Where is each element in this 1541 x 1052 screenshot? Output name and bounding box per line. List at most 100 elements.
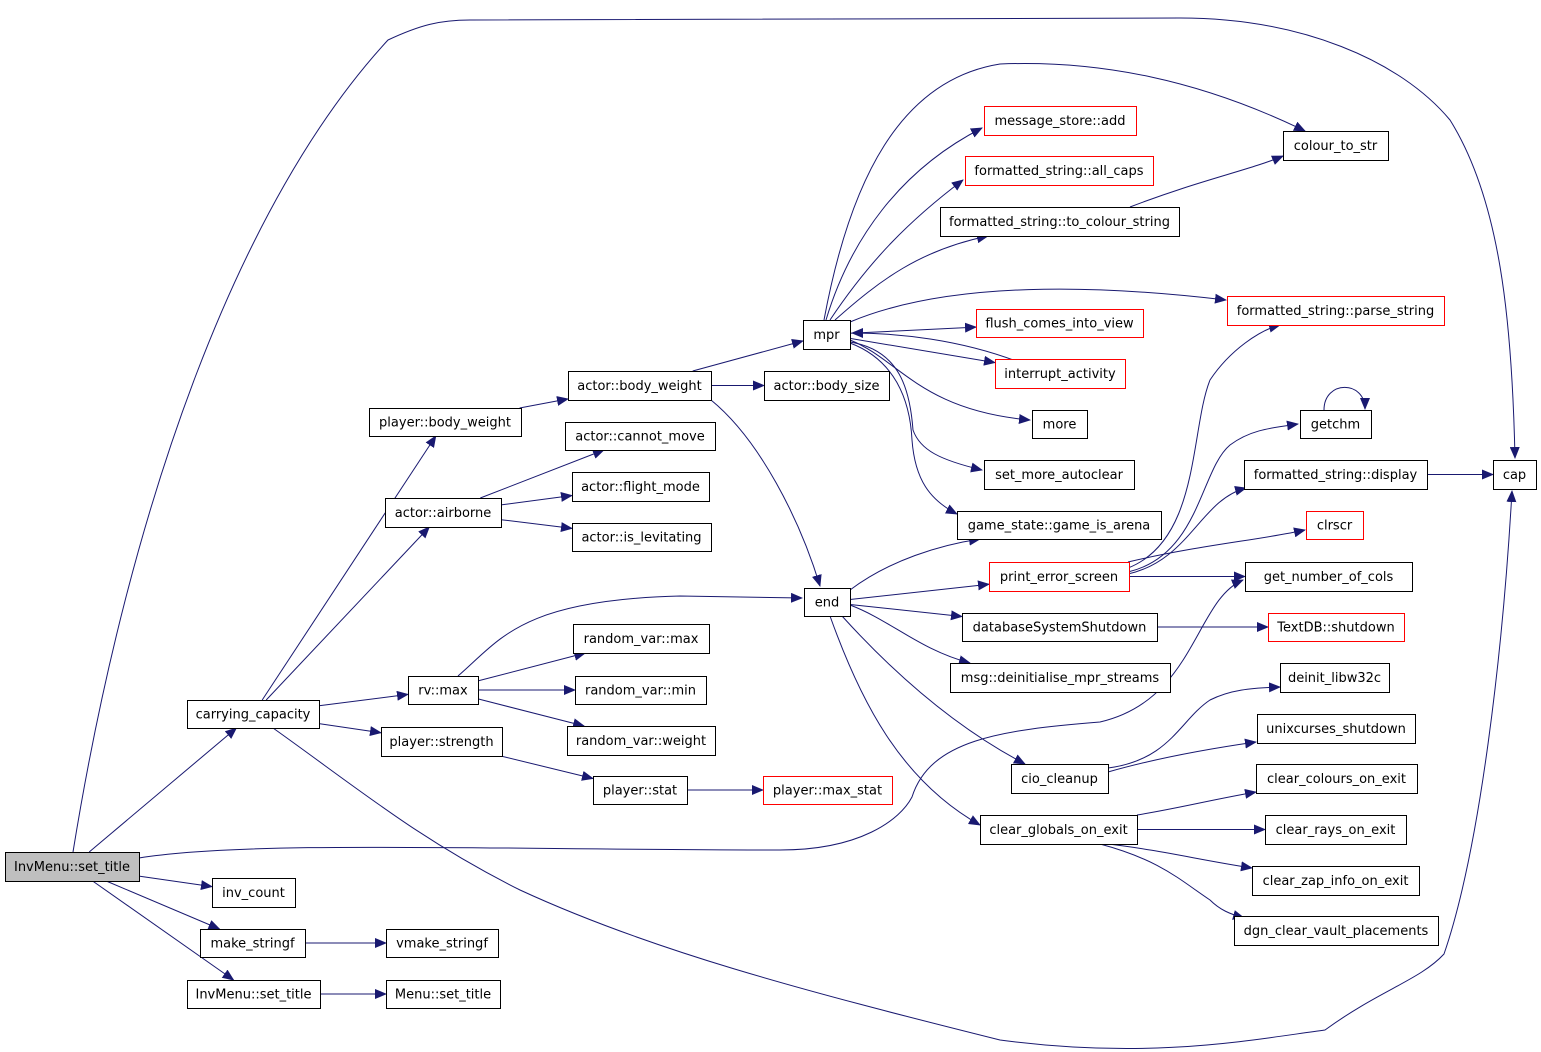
node-box[interactable] [1280,663,1390,693]
node-box[interactable] [575,676,707,705]
node-allCaps[interactable]: formatted_string::all_caps [965,156,1154,186]
node-box[interactable] [200,929,306,958]
node-cannotMove[interactable]: actor::cannot_move [565,422,716,451]
node-box[interactable] [965,156,1154,186]
node-box[interactable] [385,498,502,528]
node-dgnClear[interactable]: dgn_clear_vault_placements [1234,916,1439,946]
node-rvMin[interactable]: random_var::min [575,676,707,705]
node-box[interactable] [1227,296,1445,326]
node-dbShutdown[interactable]: databaseSystemShutdown [962,613,1158,642]
node-textdbShutdown[interactable]: TextDB::shutdown [1268,613,1405,642]
node-box[interactable] [1244,460,1428,490]
node-flushComes[interactable]: flush_comes_into_view [976,309,1144,338]
node-rvMax[interactable]: rv::max [408,676,479,705]
node-menuSetTitle[interactable]: Menu::set_title [386,980,501,1009]
node-isLevitating[interactable]: actor::is_levitating [572,523,712,552]
node-clearRays[interactable]: clear_rays_on_exit [1265,815,1407,845]
node-vmakeStringf[interactable]: vmake_stringf [386,929,499,958]
node-box[interactable] [976,309,1144,338]
node-box[interactable] [386,980,501,1009]
node-box[interactable] [1268,613,1405,642]
node-box[interactable] [1032,410,1088,439]
node-colourToStr[interactable]: colour_to_str [1283,131,1389,161]
node-box[interactable] [573,624,710,654]
node-box[interactable] [940,207,1180,237]
node-rvWeight[interactable]: random_var::weight [567,726,716,756]
node-rvMaxField[interactable]: random_var::max [573,624,710,654]
node-printError[interactable]: print_error_screen [989,562,1130,592]
node-flightMode[interactable]: actor::flight_mode [572,472,710,502]
node-interrupt[interactable]: interrupt_activity [995,359,1126,389]
node-box[interactable] [572,472,710,502]
node-box[interactable] [567,726,716,756]
node-msgAdd[interactable]: message_store::add [984,106,1137,136]
node-box[interactable] [593,776,688,805]
node-box[interactable] [1234,916,1439,946]
node-box[interactable] [989,562,1130,592]
node-box[interactable] [764,371,890,401]
node-box[interactable] [763,776,893,805]
node-actorBodySize[interactable]: actor::body_size [764,371,890,401]
node-playerBodyWeight[interactable]: player::body_weight [369,408,522,437]
node-box[interactable] [381,727,503,757]
node-box[interactable] [1283,131,1389,161]
node-box[interactable] [957,511,1162,540]
node-unixcurses[interactable]: unixcurses_shutdown [1257,714,1416,744]
node-box[interactable] [565,422,716,451]
node-end[interactable]: end [804,588,851,617]
node-actorAirborne[interactable]: actor::airborne [385,498,502,528]
node-invSetTitle[interactable]: InvMenu::set_title [187,980,321,1009]
node-deinitLibw32c[interactable]: deinit_libw32c [1280,663,1390,693]
node-getchm[interactable]: getchm [1300,410,1372,439]
node-box[interactable] [1265,815,1407,845]
node-box[interactable] [1493,460,1537,490]
node-box[interactable] [984,460,1135,490]
node-mpr[interactable]: mpr [803,320,851,350]
node-clrscr[interactable]: clrscr [1306,511,1364,540]
node-msgDeinit[interactable]: msg::deinitialise_mpr_streams [950,663,1171,693]
node-parseString[interactable]: formatted_string::parse_string [1227,296,1445,326]
node-box[interactable] [995,359,1126,389]
node-cap[interactable]: cap [1493,460,1537,490]
node-box[interactable] [980,815,1138,845]
node-box[interactable] [212,878,296,908]
node-box[interactable] [1245,562,1413,592]
node-getNumCols[interactable]: get_number_of_cols [1245,562,1413,592]
node-playerMaxStat[interactable]: player::max_stat [763,776,893,805]
node-box[interactable] [803,320,851,350]
node-box[interactable] [408,676,479,705]
node-cioCleanup[interactable]: cio_cleanup [1011,764,1109,794]
node-box[interactable] [572,523,712,552]
node-invCount[interactable]: inv_count [212,878,296,908]
node-box[interactable] [386,929,499,958]
node-box[interactable] [1257,714,1416,744]
node-more[interactable]: more [1032,410,1088,439]
node-box[interactable] [1306,511,1364,540]
node-makeStringf[interactable]: make_stringf [200,929,306,958]
node-box[interactable] [984,106,1137,136]
node-box[interactable] [369,408,522,437]
node-box[interactable] [1256,764,1418,794]
node-box[interactable] [962,613,1158,642]
node-box[interactable] [187,700,320,729]
node-carrying[interactable]: carrying_capacity [187,700,320,729]
node-setTitleRoot[interactable]: InvMenu::set_title [5,852,140,882]
node-box[interactable] [1252,866,1420,896]
node-box[interactable] [5,852,140,882]
node-box[interactable] [568,371,712,401]
node-gameIsArena[interactable]: game_state::game_is_arena [957,511,1162,540]
node-fsDisplay[interactable]: formatted_string::display [1244,460,1428,490]
node-toColourString[interactable]: formatted_string::to_colour_string [940,207,1180,237]
node-clearZap[interactable]: clear_zap_info_on_exit [1252,866,1420,896]
node-clearGlobals[interactable]: clear_globals_on_exit [980,815,1138,845]
node-box[interactable] [950,663,1171,693]
node-box[interactable] [804,588,851,617]
node-box[interactable] [1300,410,1372,439]
node-box[interactable] [1011,764,1109,794]
node-actorBodyWeight[interactable]: actor::body_weight [568,371,712,401]
node-clearColours[interactable]: clear_colours_on_exit [1256,764,1418,794]
node-playerStrength[interactable]: player::strength [381,727,503,757]
node-box[interactable] [187,980,321,1009]
node-setMoreAuto[interactable]: set_more_autoclear [984,460,1135,490]
node-playerStat[interactable]: player::stat [593,776,688,805]
